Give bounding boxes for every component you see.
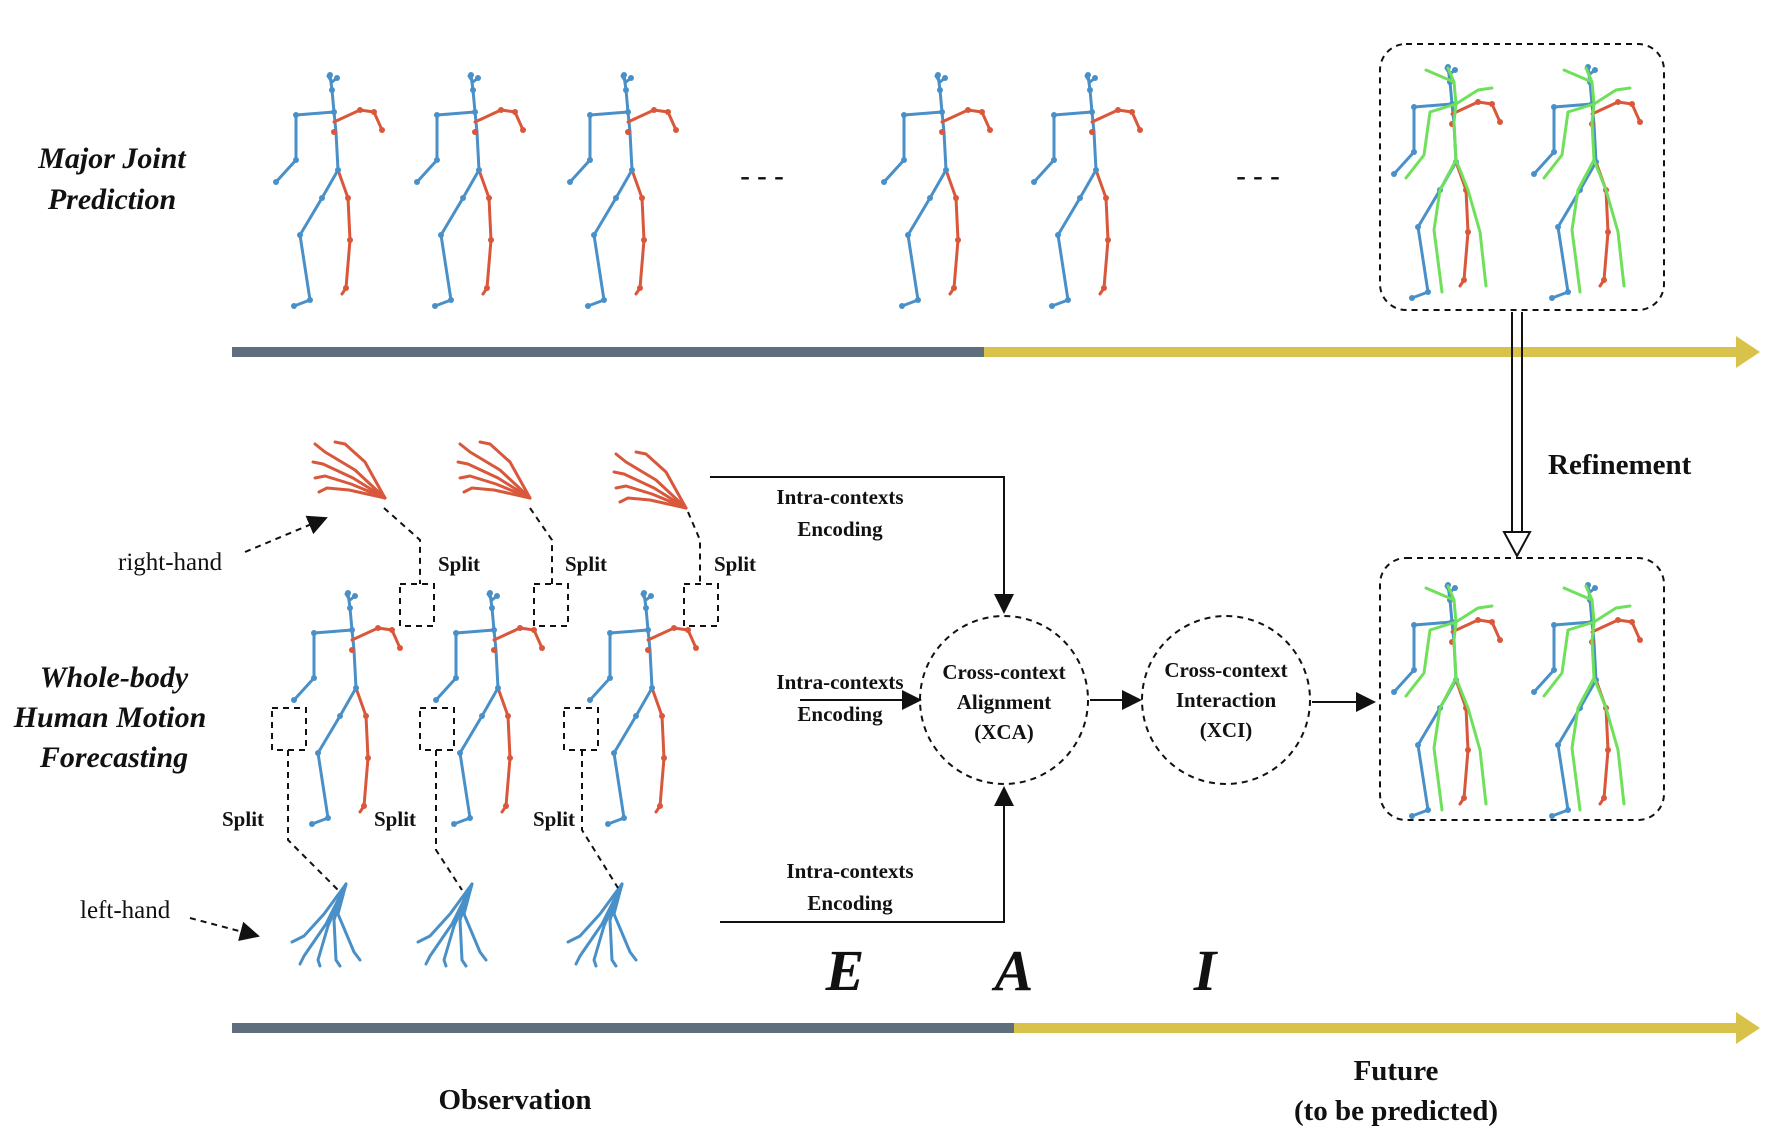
skeleton-frame-3 [567,72,679,309]
intra-encoding-mid-line1: Intra-contexts [776,670,903,694]
wholebody-skeleton-3 [587,590,699,827]
predicted-skeleton-2 [1531,64,1643,301]
wholebody-skeleton-2 [433,590,545,827]
top-timeline [232,336,1760,368]
split-label-3: Split [714,552,756,576]
bottom-timeline-future [1014,1023,1738,1033]
split-label-2: Split [565,552,607,576]
left-hand-2 [418,884,486,966]
right-hand-1 [313,442,385,498]
bottom-timeline-arrowhead [1736,1012,1760,1044]
skeleton-frame-5 [1031,72,1143,309]
observed-whole-body-group [291,442,699,966]
wholebody-skeleton-1 [291,590,403,827]
intra-encoding-top-line1: Intra-contexts [776,485,903,509]
left-hand-1 [292,884,360,966]
arrow-left-hand-to-xca [720,786,1014,923]
intra-encoding-top-line2: Encoding [797,517,883,541]
xci-line2: Interaction [1176,688,1277,712]
whole-body-label-line2: Human Motion [13,701,207,734]
xca-node: Cross-context Alignment (XCA) [919,615,1089,785]
major-joint-label-line1: Major Joint [37,142,187,175]
top-timeline-observed [232,347,984,357]
bottom-timeline [232,1012,1760,1044]
letter-i: I [1193,938,1219,1003]
letter-e: E [825,938,865,1003]
refined-skeleton-1 [1391,582,1503,819]
future-label-line2: (to be predicted) [1294,1095,1498,1127]
right-hand-label: right-hand [118,549,223,576]
observation-label: Observation [438,1084,591,1116]
right-hand-pointer [244,515,328,553]
refinement-arrow [1502,312,1532,559]
intra-encoding-bot-line1: Intra-contexts [786,859,913,883]
xci-line3: (XCI) [1200,718,1253,742]
left-hand-label: left-hand [80,897,171,924]
right-hand-2 [458,442,530,498]
xca-line3: (XCA) [974,720,1033,744]
left-hand-pointer [189,917,260,942]
arrow-right-hand-to-xca [710,476,1014,614]
intra-encoding-mid-line2: Encoding [797,702,883,726]
predicted-skeleton-1 [1391,64,1503,301]
major-joint-prediction-box [1379,43,1665,311]
split-label-4: Split [222,807,264,831]
split-label-1: Split [438,552,480,576]
skeleton-frame-2 [414,72,526,309]
right-hand-3 [614,452,686,508]
whole-body-label-line3: Forecasting [39,741,188,774]
major-joint-label-line2: Prediction [47,183,176,216]
observed-skeletons-top [273,72,1143,309]
split-label-6: Split [533,807,575,831]
xca-line2: Alignment [957,690,1052,714]
left-hand-3 [568,884,636,966]
split-connectors [271,507,719,891]
flow-arrows [710,476,1376,923]
whole-body-prediction-box [1379,557,1665,821]
intra-encoding-bot-line2: Encoding [807,891,893,915]
xci-node: Cross-context Interaction (XCI) [1141,615,1311,785]
future-label-line1: Future [1354,1055,1439,1087]
ellipsis-1: - - - [740,160,783,192]
whole-body-label-line1: Whole-body [40,661,189,694]
skeleton-frame-1 [273,72,385,309]
refined-skeleton-2 [1531,582,1643,819]
split-label-5: Split [374,807,416,831]
xca-line1: Cross-context [942,660,1065,684]
bottom-timeline-observed [232,1023,1014,1033]
top-timeline-arrowhead [1736,336,1760,368]
ellipsis-2: - - - [1236,160,1279,192]
skeleton-frame-4 [881,72,993,309]
refinement-label: Refinement [1548,449,1692,481]
top-timeline-future [984,347,1738,357]
letter-a: A [992,938,1034,1003]
xci-line1: Cross-context [1164,658,1287,682]
